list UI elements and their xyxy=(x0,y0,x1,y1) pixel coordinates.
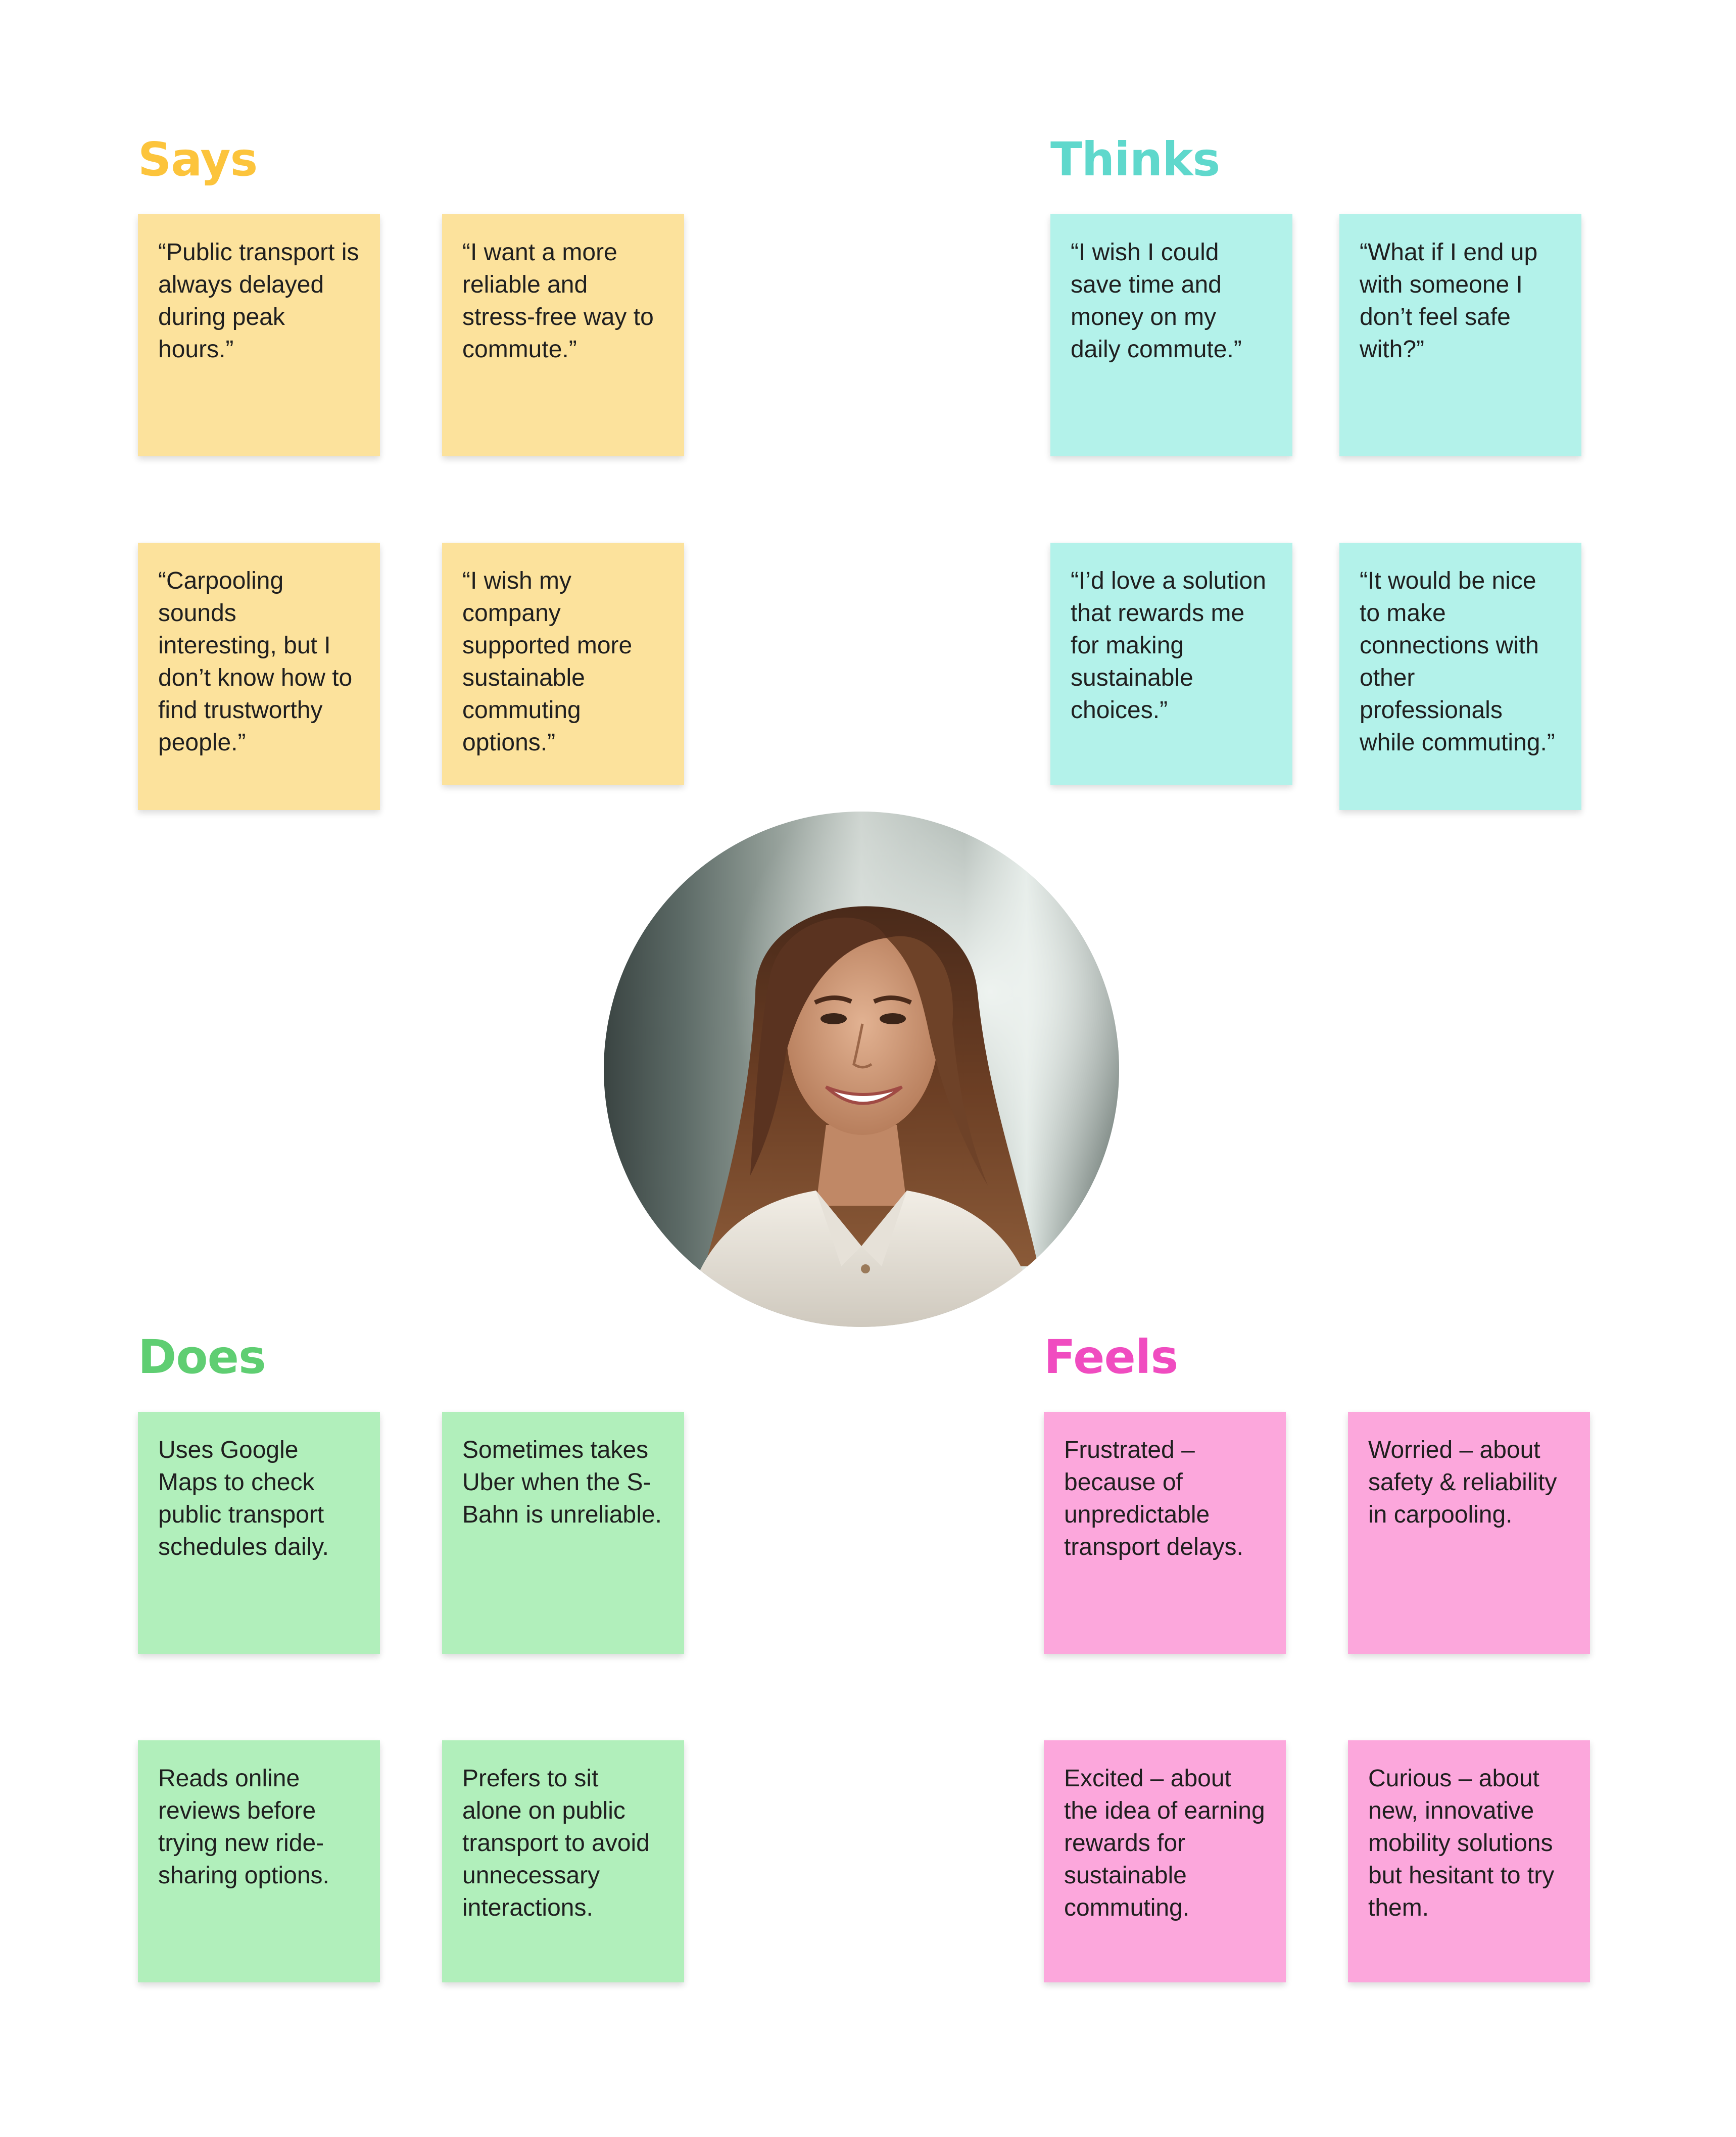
says-title: Says xyxy=(138,132,258,186)
does-title: Does xyxy=(138,1330,266,1384)
does-note-2[interactable]: Sometimes takes Uber when the S-Bahn is … xyxy=(442,1412,684,1654)
says-note-3-text: “Carpooling sounds interesting, but I do… xyxy=(158,567,353,756)
thinks-note-3[interactable]: “I’d love a solution that rewards me for… xyxy=(1050,543,1292,785)
says-note-2[interactable]: “I want a more reliable and stress-free … xyxy=(442,214,684,456)
feels-note-3[interactable]: Excited – about the idea of earning rewa… xyxy=(1044,1740,1286,1982)
thinks-note-2-text: “What if I end up with someone I don’t f… xyxy=(1360,239,1538,363)
says-note-4[interactable]: “I wish my company supported more sustai… xyxy=(442,543,684,785)
persona-photo xyxy=(604,812,1119,1327)
thinks-note-2[interactable]: “What if I end up with someone I don’t f… xyxy=(1339,214,1581,456)
persona-portrait-illustration xyxy=(604,812,1119,1327)
thinks-note-4-text: “It would be nice to make connections wi… xyxy=(1360,567,1555,756)
thinks-title: Thinks xyxy=(1050,132,1220,186)
feels-note-3-text: Excited – about the idea of earning rewa… xyxy=(1064,1765,1265,1921)
thinks-note-3-text: “I’d love a solution that rewards me for… xyxy=(1071,567,1266,724)
feels-title: Feels xyxy=(1044,1330,1178,1384)
says-note-4-text: “I wish my company supported more sustai… xyxy=(462,567,633,756)
thinks-note-1[interactable]: “I wish I could save time and money on m… xyxy=(1050,214,1292,456)
says-note-1[interactable]: “Public transport is always delayed duri… xyxy=(138,214,380,456)
feels-note-1-text: Frustrated – because of unpredictable tr… xyxy=(1064,1437,1243,1560)
does-note-3[interactable]: Reads online reviews before trying new r… xyxy=(138,1740,380,1982)
does-note-4[interactable]: Prefers to sit alone on public transport… xyxy=(442,1740,684,1982)
feels-note-4[interactable]: Curious – about new, innovative mobility… xyxy=(1348,1740,1590,1982)
feels-note-1[interactable]: Frustrated – because of unpredictable tr… xyxy=(1044,1412,1286,1654)
feels-note-2[interactable]: Worried – about safety & reliability in … xyxy=(1348,1412,1590,1654)
does-note-1[interactable]: Uses Google Maps to check public transpo… xyxy=(138,1412,380,1654)
does-note-3-text: Reads online reviews before trying new r… xyxy=(158,1765,329,1889)
feels-note-2-text: Worried – about safety & reliability in … xyxy=(1368,1437,1557,1528)
does-note-2-text: Sometimes takes Uber when the S-Bahn is … xyxy=(462,1437,662,1528)
feels-note-4-text: Curious – about new, innovative mobility… xyxy=(1368,1765,1555,1921)
says-note-1-text: “Public transport is always delayed duri… xyxy=(158,239,359,363)
does-note-4-text: Prefers to sit alone on public transport… xyxy=(462,1765,650,1921)
thinks-note-1-text: “I wish I could save time and money on m… xyxy=(1071,239,1242,363)
thinks-note-4[interactable]: “It would be nice to make connections wi… xyxy=(1339,543,1581,810)
says-note-2-text: “I want a more reliable and stress-free … xyxy=(462,239,654,363)
says-note-3[interactable]: “Carpooling sounds interesting, but I do… xyxy=(138,543,380,810)
does-note-1-text: Uses Google Maps to check public transpo… xyxy=(158,1437,329,1560)
